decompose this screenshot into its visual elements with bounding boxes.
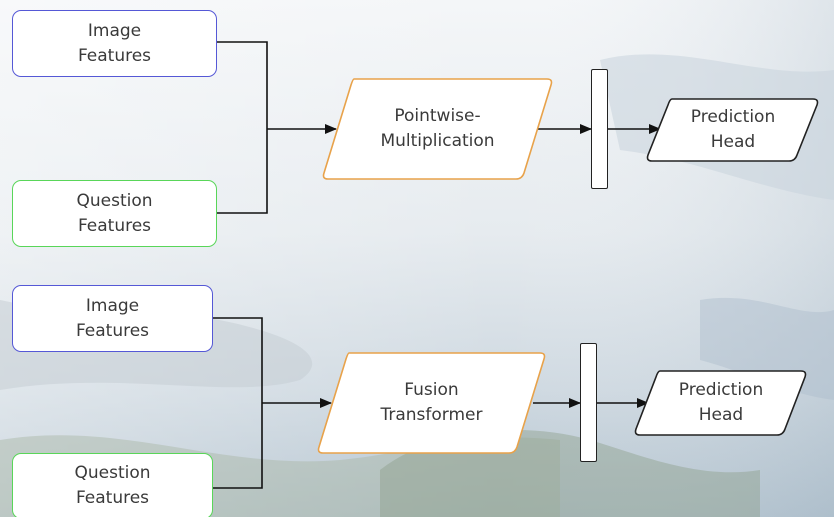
bottom-image-features-box: Image Features (12, 285, 213, 352)
top-feature-vector-bar (591, 69, 608, 189)
top-fusion-line2: Multiplication (380, 131, 495, 151)
bottom-head-line1: Prediction (678, 380, 764, 400)
top-image-features-box: Image Features (12, 10, 217, 77)
bottom-fusion-line1: Fusion (404, 380, 459, 400)
bottom-image-features-line2: Features (75, 320, 150, 341)
top-question-features-line2: Features (77, 215, 152, 236)
top-image-features-line1: Image (87, 20, 142, 41)
bottom-fusion-transformer: Fusion Transformer (315, 351, 548, 455)
wire-bottom-image (213, 317, 263, 403)
top-fusion-line1: Pointwise- (394, 106, 481, 126)
bottom-question-features-line1: Question (74, 463, 151, 483)
bottom-question-features-box: Question Features (12, 453, 213, 517)
top-question-features-box: Question Features (12, 180, 217, 247)
top-question-features-line1: Question (76, 190, 153, 211)
bottom-feature-vector-bar (580, 343, 597, 462)
wire-top-image (217, 41, 268, 129)
bottom-question-features-line2: Features (75, 488, 150, 508)
bottom-image-features-line1: Image (85, 295, 140, 316)
top-image-features-line2: Features (77, 45, 152, 66)
top-head-line2: Head (710, 132, 756, 152)
top-head-line1: Prediction (690, 107, 776, 127)
bottom-prediction-head: Prediction Head (633, 369, 809, 437)
top-fusion-pointwise-multiplication: Pointwise- Multiplication (320, 77, 555, 181)
bottom-fusion-line2: Transformer (380, 405, 483, 425)
wire-top-question (217, 129, 268, 214)
wire-bottom-question (213, 403, 263, 489)
bottom-head-line2: Head (698, 405, 744, 425)
top-prediction-head: Prediction Head (645, 97, 821, 163)
